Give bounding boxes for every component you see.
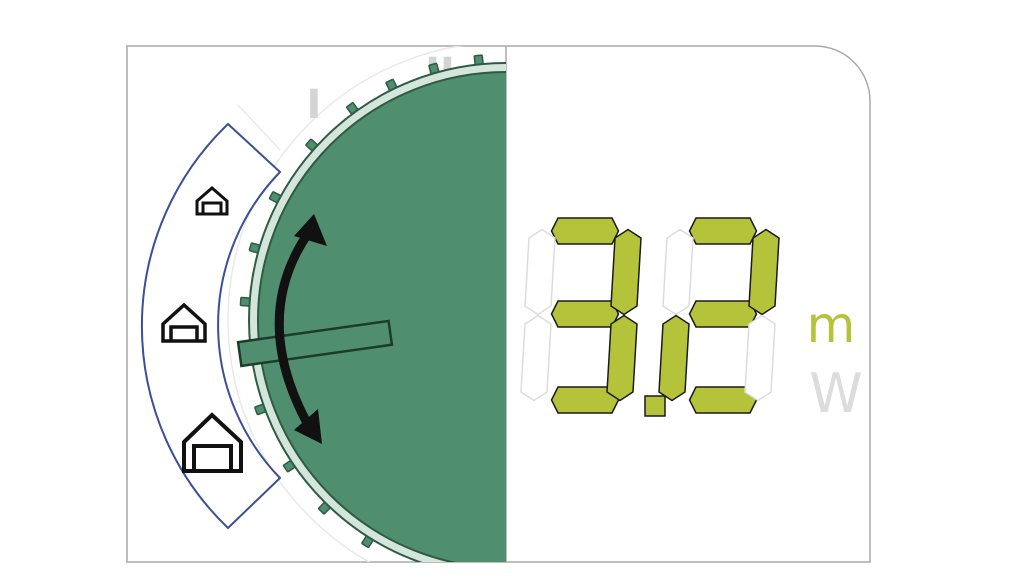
segment-c: [744, 314, 776, 402]
segment-a: [550, 217, 620, 245]
seven-segment-display: [520, 217, 780, 417]
house-icon: [161, 302, 207, 343]
segment-b: [610, 228, 642, 316]
dial-pointer: [236, 319, 394, 368]
mode-label-one: I: [307, 82, 322, 128]
segment-c: [606, 314, 638, 402]
segment-b: [748, 228, 780, 316]
segment-g: [688, 300, 758, 328]
house-icon: [182, 412, 243, 473]
segment-e: [658, 314, 690, 402]
segment-g: [550, 300, 620, 328]
mode-ring-outer: [227, 46, 465, 562]
unit-label-inactive: W: [809, 362, 862, 425]
power-level-bracket: [140, 122, 282, 530]
segment-a: [688, 217, 758, 245]
device-outline: [126, 45, 871, 563]
unit-label-active: m: [807, 296, 856, 354]
segment-f: [524, 228, 556, 316]
double-arrow-icon: [274, 214, 327, 444]
segment-f: [662, 228, 694, 316]
house-icon: [195, 186, 229, 216]
segment-e: [520, 314, 552, 402]
decimal-point: [644, 395, 666, 417]
